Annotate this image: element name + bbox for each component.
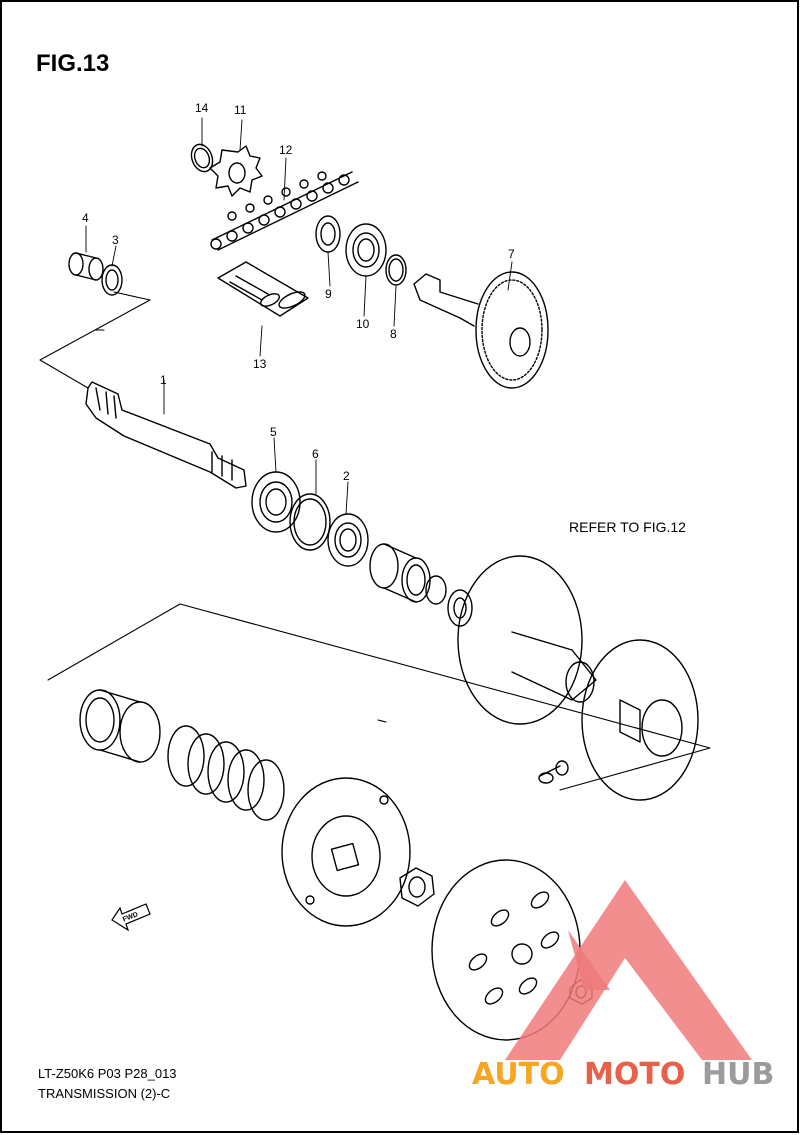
watermark-part-hub: HUB: [702, 1057, 774, 1092]
callout-1: 1: [160, 373, 167, 387]
part-8-circlip: [385, 254, 407, 286]
callout-4: 4: [82, 211, 89, 225]
part-14-circlip: [190, 143, 214, 173]
clutch-collar: [79, 689, 161, 763]
small-clip-and-washer: [425, 575, 473, 627]
drive-face: [457, 555, 597, 725]
callout-11: 11: [234, 103, 247, 117]
refer-note: REFER TO FIG.12: [569, 519, 686, 535]
part-10-bearing: [345, 223, 387, 277]
clutch-shoe: [281, 777, 411, 927]
callout-5: 5: [270, 425, 277, 439]
part-2-bearing: [327, 513, 369, 567]
section-title: TRANSMISSION (2)-C: [38, 1086, 171, 1101]
part-1-primary-shaft: [85, 381, 247, 489]
clutch-spring: [167, 725, 285, 821]
part-9-oil-seal: [315, 215, 341, 253]
part-4-needle-bearing: [68, 252, 104, 281]
callout-14: 14: [195, 101, 209, 115]
figure-title: FIG.13: [36, 50, 110, 77]
movable-drive-face: [581, 639, 699, 801]
callout-numbers: 14 11 12 4 3 7 9 10 8 13 1 5 6 2: [82, 101, 515, 483]
part-12-chain: [210, 171, 359, 251]
watermark-part-auto: AUTO: [472, 1057, 565, 1092]
assembly-lines: [39, 291, 711, 791]
fwd-arrow-icon: FWD: [111, 903, 151, 932]
part-5-bearing: [251, 471, 301, 533]
leader-lines: [85, 117, 513, 515]
part-3-washer: [101, 264, 123, 296]
callout-12: 12: [279, 143, 293, 157]
small-bolt: [538, 760, 569, 784]
callout-9: 9: [325, 287, 332, 301]
callout-10: 10: [356, 317, 370, 331]
model-code: LT-Z50K6 P03 P28_013: [38, 1066, 177, 1081]
callout-13: 13: [253, 357, 267, 371]
part-7-gear-shaft: [413, 271, 549, 389]
watermark-part-moto: MOTO: [584, 1057, 685, 1092]
callout-2: 2: [343, 469, 350, 483]
clutch-nut: [399, 867, 435, 907]
callout-7: 7: [508, 247, 515, 261]
part-11-sprocket: [209, 145, 263, 197]
needle-cage: [369, 543, 431, 603]
automotohub-watermark: AUTO MOTO HUB: [472, 880, 774, 1092]
part-13-chain-joint: [217, 261, 309, 317]
callout-6: 6: [312, 447, 319, 461]
callout-8: 8: [390, 327, 397, 341]
part-6-snap-ring: [289, 493, 331, 551]
callout-3: 3: [112, 233, 119, 247]
